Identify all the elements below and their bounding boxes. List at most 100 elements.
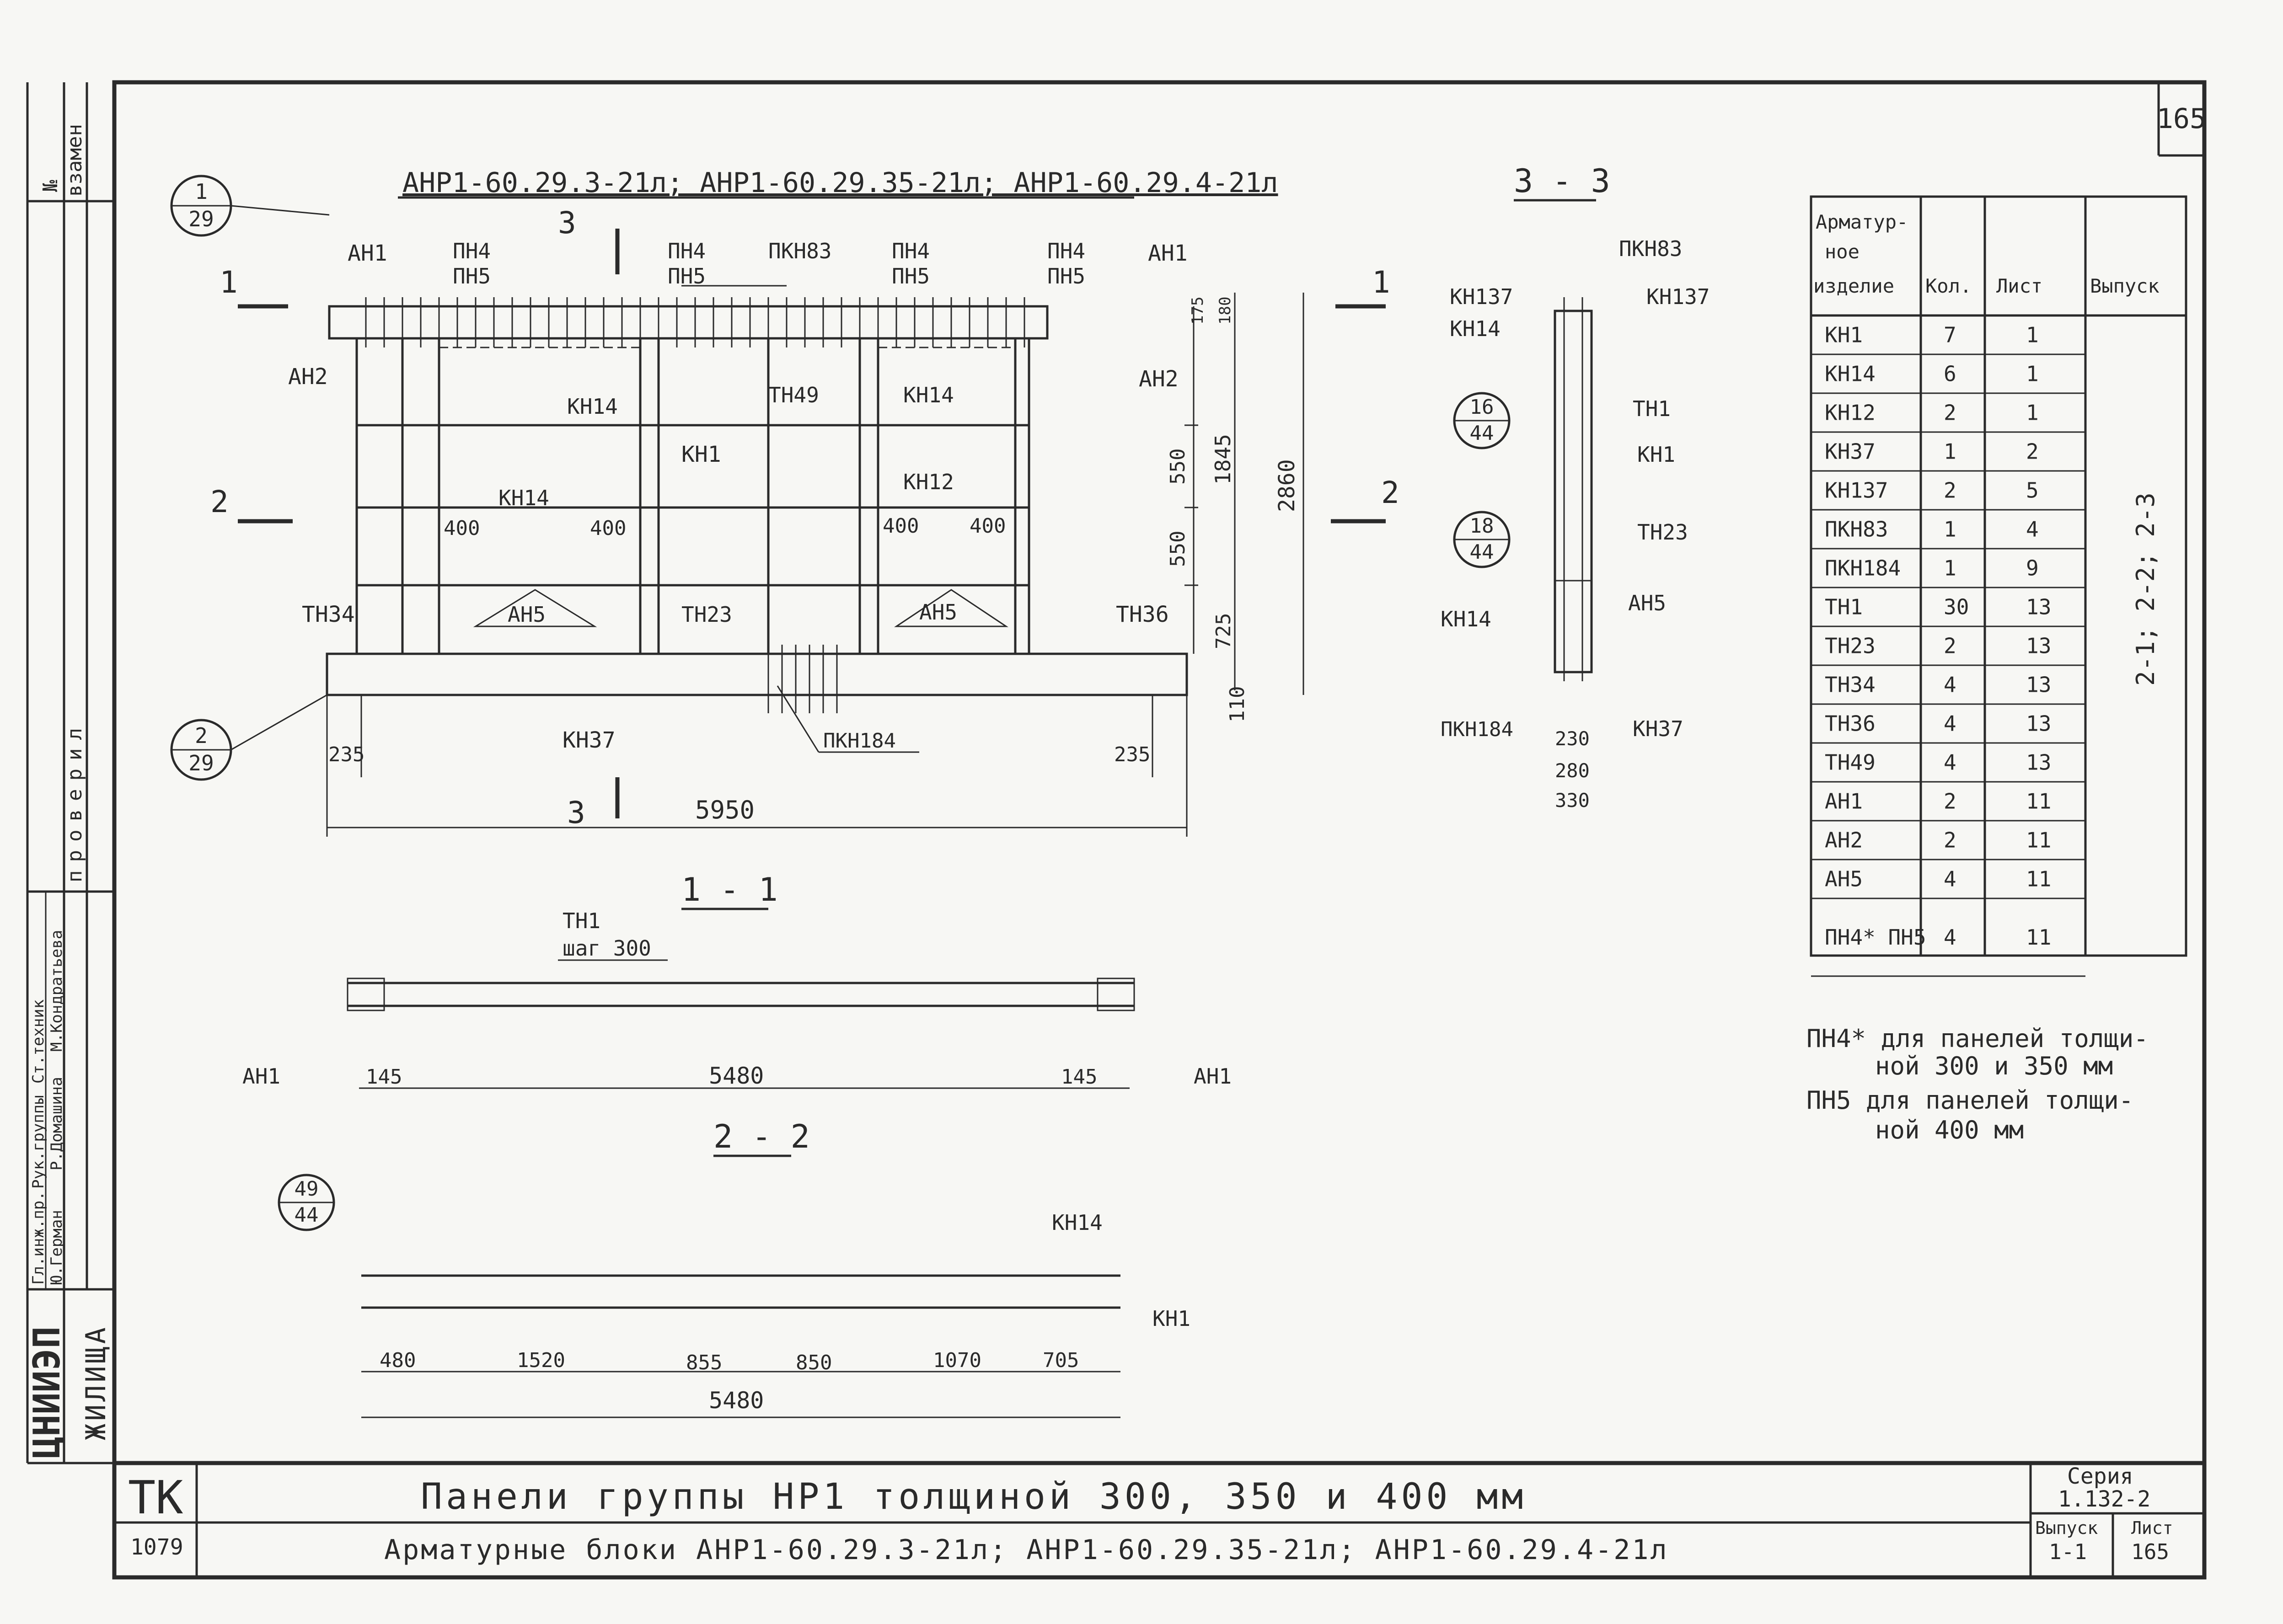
note-4: ной 400 мм: [1875, 1116, 2024, 1144]
table-cell: 4: [1944, 750, 1956, 775]
proveria-label: проверил: [63, 720, 86, 882]
svg-text:29: 29: [188, 207, 214, 231]
marks-title: АНР1-60.29.3-21л; АНР1-60.29.35-21л; АНР…: [402, 167, 1278, 199]
s11-d145-left: 145: [366, 1065, 402, 1089]
table-cell: КН37: [1825, 439, 1876, 464]
svg-text:16: 16: [1470, 395, 1494, 419]
lbl-kn14-2: КН14: [903, 383, 954, 407]
th-sheet: Лист: [1996, 275, 2042, 297]
lbl-an5-2: АН5: [919, 600, 957, 625]
dim-550-1: 550: [1166, 449, 1190, 485]
table-cell: КН14: [1825, 362, 1876, 386]
table-cell: 2: [2026, 439, 2039, 464]
s33-pkn184: ПКН184: [1441, 718, 1513, 741]
dim-5950: 5950: [695, 796, 755, 824]
th-vyp: Выпуск: [2090, 275, 2160, 297]
table-cell: КН137: [1825, 478, 1888, 503]
s11-d5480: 5480: [709, 1063, 764, 1089]
section-2-2-title: 2 - 2: [713, 1118, 810, 1155]
lbl-an2-right: АН2: [1139, 366, 1179, 392]
cut-2-right: 2: [1381, 475, 1399, 510]
s33-tn23: ТН23: [1637, 520, 1688, 545]
table-cell: ТН1: [1825, 595, 1863, 620]
table-cell: 2: [1944, 828, 1956, 853]
table-cell: 2: [1944, 401, 1956, 425]
s22-total: 5480: [709, 1387, 764, 1414]
table-cell: 7: [1944, 323, 1956, 347]
lbl-an1-right: АН1: [1148, 240, 1188, 266]
s33-tn1: ТН1: [1633, 396, 1671, 421]
note-1: ПН4* для панелей толщи-: [1806, 1024, 2149, 1053]
table-cell: 2: [1944, 789, 1956, 814]
table-cell: ТН34: [1825, 673, 1876, 697]
lbl-kn14-1: КН14: [567, 394, 618, 419]
table-cell: 4: [1944, 925, 1956, 950]
table-cell: 13: [2026, 634, 2051, 658]
series-label: Серия: [2067, 1464, 2133, 1489]
title-line-1: Панели группы НР1 толщиной 300, 350 и 40…: [421, 1476, 1527, 1517]
sheet-frame: [112, 80, 2207, 1580]
note-2: ной 300 и 350 мм: [1875, 1052, 2113, 1080]
table-cell: 1: [2026, 401, 2039, 425]
s22-dim-6: 705: [1043, 1349, 1079, 1372]
table-cell: АН2: [1825, 828, 1863, 853]
dim-400-4: 400: [970, 514, 1006, 538]
lbl-kn14-3: КН14: [498, 486, 549, 510]
svg-text:2: 2: [195, 723, 208, 748]
table-cell: 1: [1944, 439, 1956, 464]
lbl-an5-1: АН5: [508, 602, 546, 627]
s22-dim-5: 1070: [933, 1349, 981, 1372]
role-1: Гл.инж.пр.: [29, 1191, 48, 1285]
table-cell: КН12: [1825, 401, 1876, 425]
role-2: Рук.группы: [29, 1095, 48, 1189]
s33-pkn83: ПКН83: [1619, 236, 1682, 261]
cut-1-left: 1: [220, 265, 238, 300]
lbl-pn5-1: ПН5: [453, 264, 491, 288]
dim-400-3: 400: [883, 514, 919, 538]
note-3: ПН5 для панелей толщи-: [1806, 1086, 2133, 1115]
svg-text:18: 18: [1470, 514, 1494, 538]
s33-d230: 230: [1555, 727, 1590, 750]
table-cell: 13: [2026, 711, 2051, 736]
svg-text:1: 1: [195, 179, 208, 204]
table-cell: ТН36: [1825, 711, 1876, 736]
num-label: №: [39, 180, 62, 192]
table-cell: 4: [2026, 517, 2039, 542]
table-cell: 30: [1944, 595, 1969, 620]
schedule-table: Арматур- ное изделие Кол. Лист Выпуск КН…: [1810, 195, 2187, 977]
s11-an1-left: АН1: [242, 1064, 280, 1089]
dim-110: 110: [1226, 686, 1249, 722]
table-cell: 1: [2026, 362, 2039, 386]
s11-tn1: ТН1: [563, 908, 600, 933]
table-cell: 11: [2026, 828, 2051, 853]
s11-d145-right: 145: [1061, 1065, 1097, 1089]
table-cell: 4: [1944, 711, 1956, 736]
zhilishcha-label: ЖИЛИЩА: [80, 1325, 112, 1440]
lbl-pn5-3: ПН5: [892, 264, 930, 288]
table-cell: АН1: [1825, 789, 1863, 814]
section-1-1-title: 1 - 1: [681, 871, 778, 908]
table-cell: КН1: [1825, 323, 1863, 347]
vypusk-label: Выпуск: [2035, 1518, 2098, 1538]
s22-dim-1: 480: [380, 1349, 416, 1372]
s11-step: шаг 300: [563, 936, 651, 961]
s22-kn14: КН14: [1052, 1210, 1103, 1235]
th-item-a: Арматур-: [1816, 211, 1908, 233]
name-1: Ю.Герман: [48, 1210, 66, 1285]
s33-d330: 330: [1555, 789, 1590, 812]
th-item-c: изделие: [1813, 275, 1894, 297]
s22-kn1: КН1: [1152, 1306, 1190, 1331]
s33-kn14: КН14: [1450, 316, 1501, 341]
s33-kn14-low: КН14: [1441, 607, 1491, 631]
table-cell: 4: [1944, 673, 1956, 697]
s33-an5: АН5: [1628, 591, 1666, 615]
section-3-3: 3 - 3 ПКН83 КН137 КН137 КН14 ТН1 КН1 ТН2…: [1441, 162, 1710, 812]
table-cell: 2: [1944, 478, 1956, 503]
lbl-tn36: ТН36: [1116, 602, 1169, 627]
s33-kn137-left: КН137: [1450, 284, 1513, 309]
dim-180: 180: [1216, 297, 1234, 325]
lbl-pn4-2: ПН4: [668, 239, 706, 263]
drawing-code: 1079: [130, 1534, 183, 1560]
